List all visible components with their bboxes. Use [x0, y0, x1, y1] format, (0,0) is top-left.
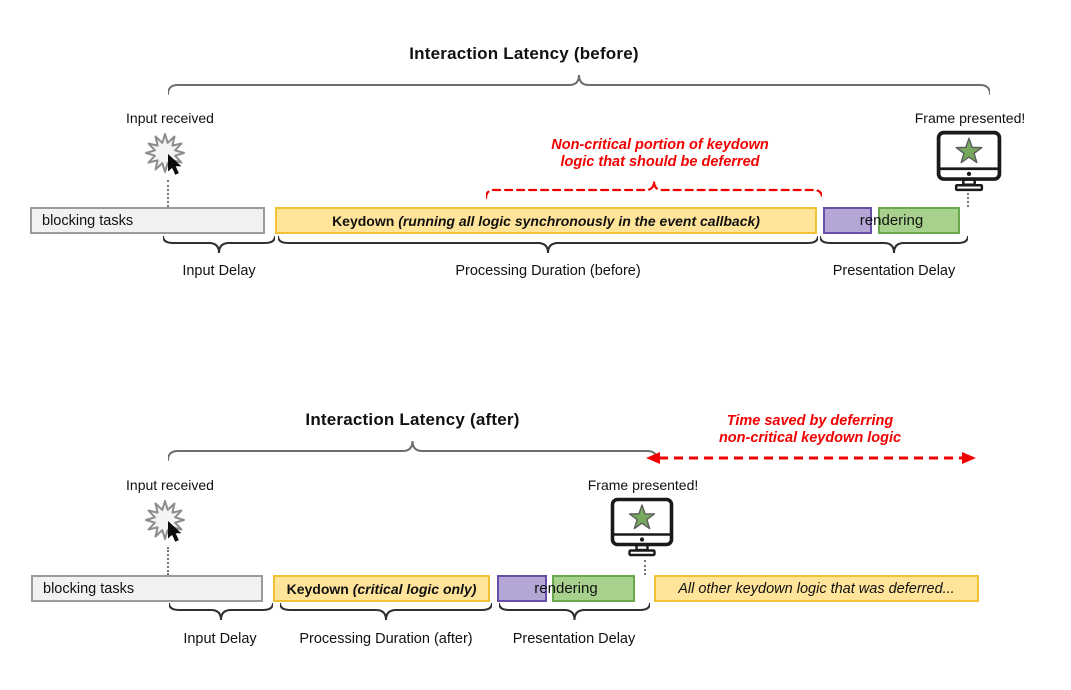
before-rendering-bar	[878, 207, 960, 234]
before-blocking-tasks-bar: blocking tasks	[30, 207, 265, 234]
after-paint-bar	[497, 575, 547, 602]
before-annotation-line1: Non-critical portion of keydown	[551, 137, 769, 153]
star-icon	[955, 137, 983, 164]
before-keydown-bar: Keydown (running all logic synchronously…	[275, 207, 817, 234]
before-blocking-tasks-text: blocking tasks	[42, 212, 134, 229]
after-processing-label: Processing Duration (after)	[299, 631, 473, 647]
monitor-star-icon	[936, 130, 1002, 192]
after-blocking-tasks-text: blocking tasks	[43, 580, 135, 597]
time-saved-arrow	[646, 452, 976, 464]
click-burst-icon	[145, 500, 185, 542]
before-annotation-brace	[486, 180, 822, 200]
after-title: Interaction Latency (after)	[305, 410, 520, 429]
after-annotation: Time saved by deferring non-critical key…	[660, 413, 960, 447]
after-frame-dotted-line	[644, 560, 646, 575]
before-input-dotted-line	[167, 180, 169, 207]
mouse-cursor-icon	[168, 154, 182, 175]
before-annotation: Non-critical portion of keydown logic th…	[490, 137, 830, 171]
after-input-delay-label: Input Delay	[183, 631, 257, 647]
before-span-brace	[168, 74, 990, 95]
after-annotation-line2: non-critical keydown logic	[718, 430, 902, 446]
after-input-delay-brace	[169, 603, 273, 621]
before-presentation-label: Presentation Delay	[832, 263, 956, 279]
after-deferred-bar: All other keydown logic that was deferre…	[654, 575, 979, 602]
before-keydown-bold-text: Keydown	[332, 212, 395, 229]
before-input-delay-label: Input Delay	[182, 263, 256, 279]
before-processing-brace	[278, 236, 818, 254]
after-annotation-line1: Time saved by deferring	[726, 413, 894, 429]
after-frame-presented-label: Frame presented!	[587, 477, 699, 493]
after-presentation-brace	[499, 603, 650, 621]
before-input-delay-brace	[163, 236, 275, 254]
before-title: Interaction Latency (before)	[409, 44, 639, 63]
after-span-brace	[168, 440, 657, 461]
after-rendering-bar	[552, 575, 635, 602]
after-keydown-bar: Keydown (critical logic only)	[273, 575, 490, 602]
after-processing-brace	[280, 603, 492, 621]
after-keydown-bold-text: Keydown	[286, 580, 349, 597]
monitor-star-icon	[610, 497, 674, 557]
star-icon	[628, 504, 656, 530]
after-presentation-label: Presentation Delay	[512, 631, 636, 647]
before-paint-bar	[823, 207, 872, 234]
before-frame-presented-label: Frame presented!	[914, 110, 1026, 126]
after-blocking-tasks-bar: blocking tasks	[31, 575, 263, 602]
before-presentation-brace	[820, 236, 968, 254]
after-keydown-italic-text: (critical logic only)	[352, 580, 477, 597]
before-frame-dotted-line	[967, 193, 969, 207]
click-burst-icon	[145, 133, 185, 175]
mouse-cursor-icon	[168, 521, 182, 542]
before-input-received-label: Input received	[126, 110, 214, 126]
before-keydown-italic-text: (running all logic synchronously in the …	[398, 212, 760, 229]
before-annotation-line2: logic that should be deferred	[560, 154, 760, 170]
before-processing-label: Processing Duration (before)	[455, 263, 641, 279]
after-input-received-label: Input received	[126, 477, 214, 493]
after-deferred-text: All other keydown logic that was deferre…	[678, 580, 955, 597]
after-input-dotted-line	[167, 547, 169, 575]
